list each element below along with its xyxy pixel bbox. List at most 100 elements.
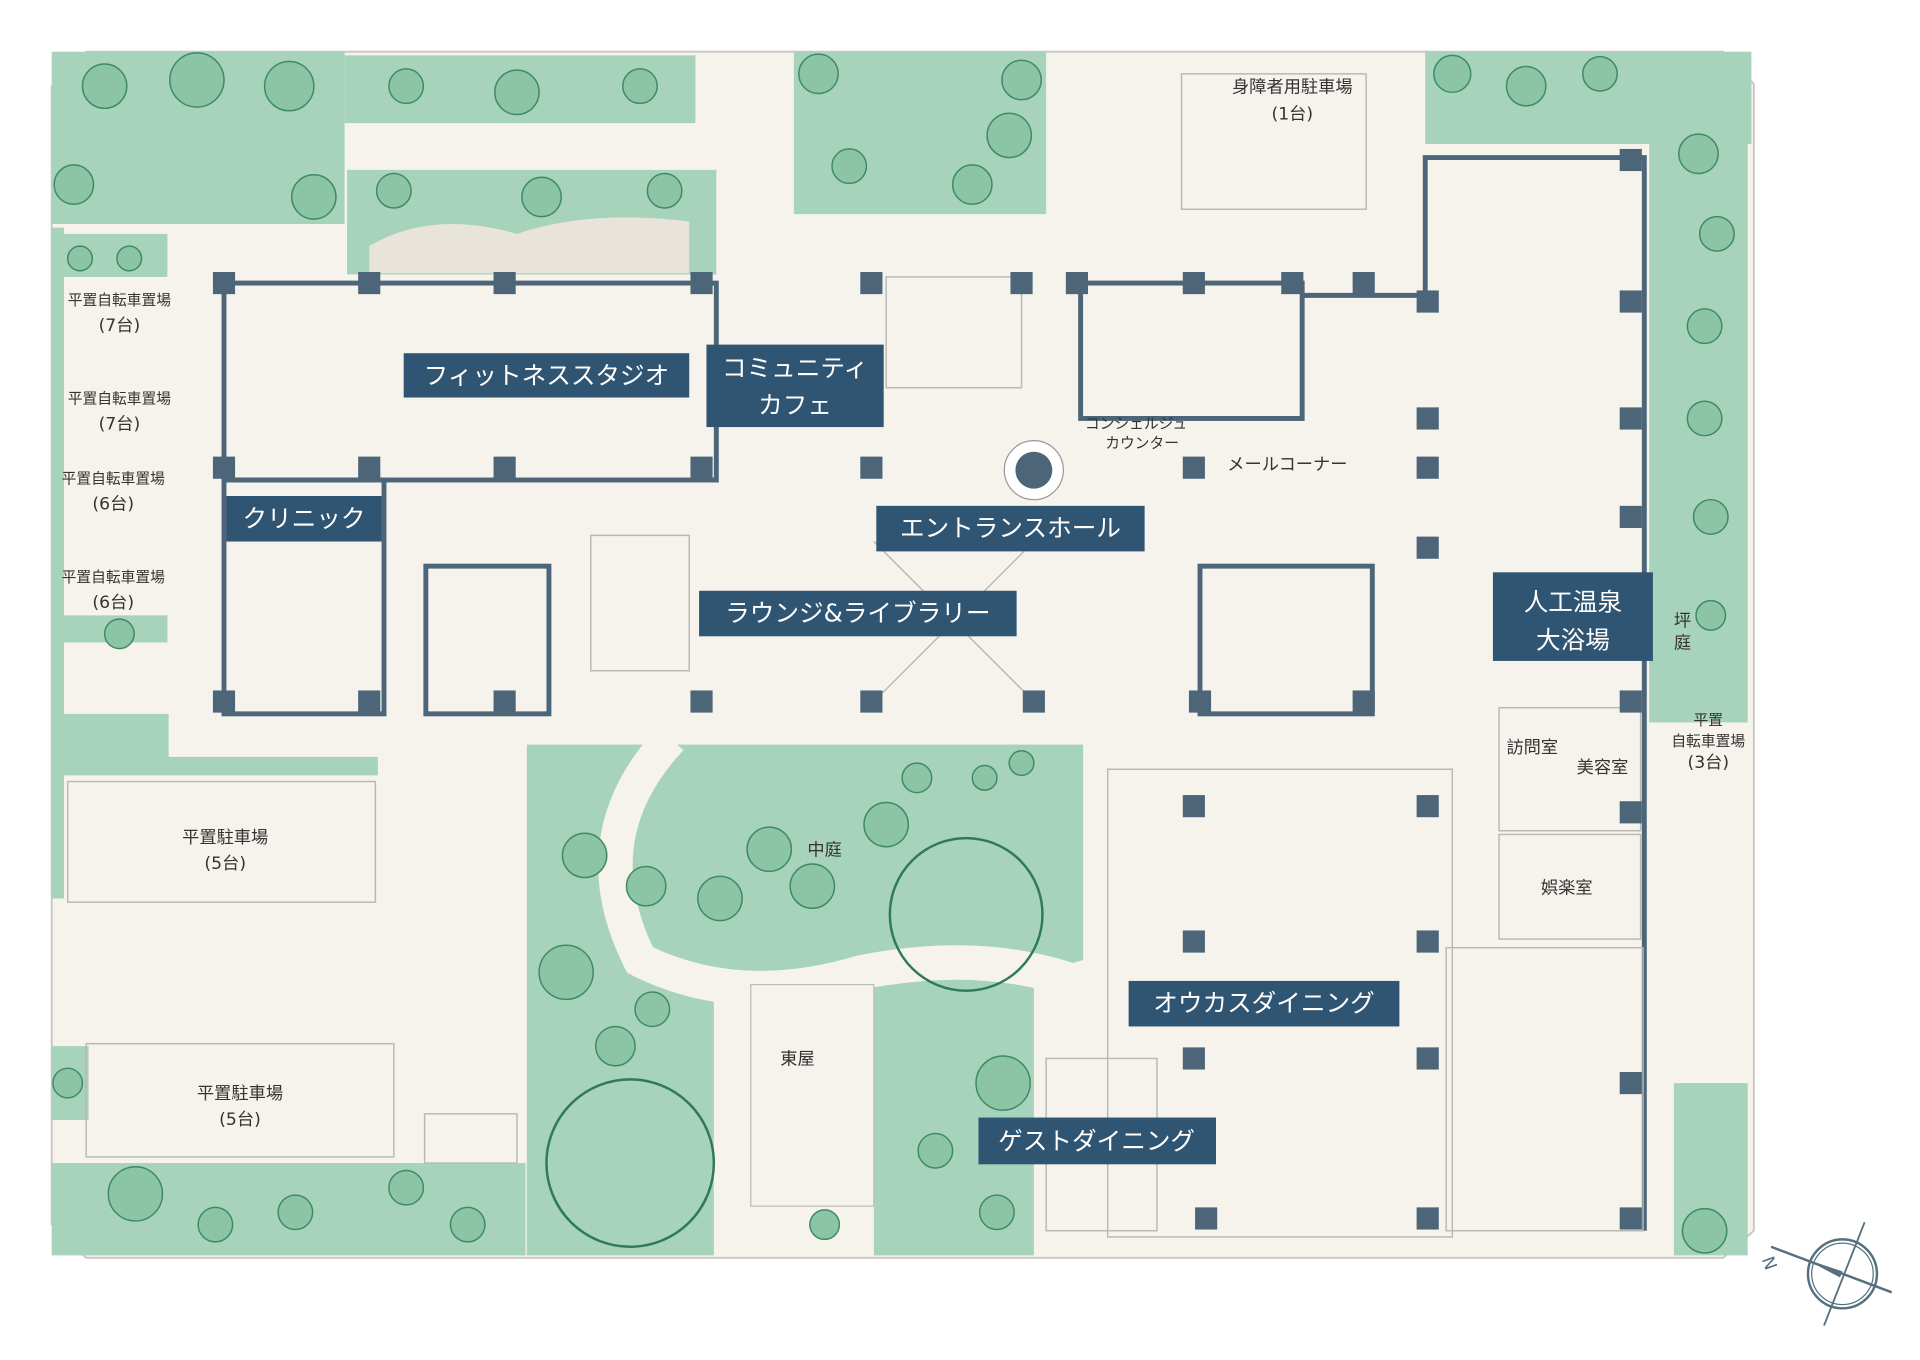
parking-count: (1台) <box>1272 104 1314 124</box>
tree-icon <box>1692 498 1729 535</box>
parking-label: 平置自転車置場 <box>62 471 166 488</box>
parking-label: 平置 <box>1694 712 1724 729</box>
parking-count: (6台) <box>92 495 134 515</box>
tree-icon <box>789 863 836 910</box>
tree-icon <box>494 69 540 116</box>
tree-icon <box>594 1025 636 1067</box>
tree-icon <box>986 112 1033 159</box>
tree-icon <box>375 172 412 209</box>
visit-room-label: 訪問室 <box>1506 738 1558 758</box>
tree-icon <box>66 245 94 272</box>
column <box>1182 272 1205 295</box>
column <box>1416 930 1439 953</box>
column <box>1619 1072 1642 1095</box>
tree-icon <box>646 172 683 209</box>
courtyard-label: 中庭 <box>807 840 841 860</box>
column <box>1619 407 1642 430</box>
column <box>212 456 236 479</box>
room-label: ラウンジ&ライブラリー <box>725 599 990 628</box>
north-arrow-icon: N <box>1757 1221 1893 1326</box>
north-label: N <box>1757 1254 1780 1273</box>
column <box>1188 690 1212 713</box>
room-entrance: エントランスホール <box>876 505 1145 552</box>
parking-label: 身障者用駐車場 <box>1232 77 1353 97</box>
column <box>1416 290 1439 313</box>
parking-label: 平置自転車置場 <box>68 391 171 408</box>
column <box>1619 1207 1642 1230</box>
column <box>1281 272 1304 295</box>
parking-count: (7台) <box>99 316 141 336</box>
tree-icon <box>53 164 95 206</box>
column <box>1416 1207 1439 1230</box>
tree-icon <box>277 1194 314 1231</box>
room-clinic: クリニック <box>226 496 382 542</box>
room-label: ゲストダイニング <box>998 1127 1195 1156</box>
column <box>860 272 883 295</box>
tree-icon <box>1698 215 1735 252</box>
tree-icon <box>1686 308 1723 345</box>
tree-icon <box>263 60 315 112</box>
column <box>1416 1047 1439 1070</box>
tree-icon <box>1008 750 1035 777</box>
column <box>860 456 883 479</box>
tree-icon <box>449 1206 486 1243</box>
column <box>690 690 713 713</box>
parking-label: 平置駐車場 <box>197 1084 283 1104</box>
column <box>1619 690 1642 713</box>
tree-icon <box>103 618 135 650</box>
tree-icon <box>1001 59 1042 101</box>
column <box>212 690 236 713</box>
tree-icon <box>625 865 667 907</box>
parking-label: 平置自転車置場 <box>62 569 166 586</box>
tree-icon <box>831 148 868 185</box>
tree-icon <box>746 826 793 873</box>
room-guest-dining: ゲストダイニング <box>978 1117 1216 1165</box>
room-label: 大浴場 <box>1536 626 1610 655</box>
column <box>1619 505 1642 528</box>
concierge-label: コンシェルジュ <box>1085 415 1187 432</box>
parking-label: 自転車置場 <box>1671 733 1745 750</box>
column <box>1619 148 1642 172</box>
column <box>212 272 236 295</box>
tree-icon <box>197 1206 234 1243</box>
column <box>1182 795 1205 818</box>
tree-icon <box>901 762 933 794</box>
column <box>358 456 381 479</box>
tree-icon <box>52 1067 84 1099</box>
columns <box>212 148 1642 1230</box>
tree-icon <box>290 174 337 220</box>
column <box>493 690 516 713</box>
tree-icon <box>809 1209 841 1241</box>
room-label: フィットネススタジオ <box>424 361 670 390</box>
tree-icon <box>917 1132 954 1169</box>
tree-icon <box>1695 599 1727 631</box>
column <box>493 456 516 479</box>
tree-icon <box>538 944 594 1001</box>
parking-count: (5台) <box>204 854 246 874</box>
column <box>690 272 713 295</box>
beauty-room-label: 美容室 <box>1577 758 1629 778</box>
room-label: 人工温泉 <box>1524 587 1622 616</box>
tree-icon <box>81 63 128 110</box>
parking-count: (7台) <box>99 415 141 435</box>
column <box>1416 456 1439 479</box>
column <box>1352 272 1375 295</box>
room-lounge: ラウンジ&ライブラリー <box>699 590 1017 637</box>
tree-icon <box>388 68 425 105</box>
parking-stalls <box>66 780 518 1164</box>
gazebo <box>750 984 875 1207</box>
column <box>1022 690 1045 713</box>
column <box>1010 272 1033 295</box>
gazebo-label: 東屋 <box>780 1050 814 1070</box>
tree-icon <box>1678 133 1719 175</box>
tree-icon <box>388 1169 425 1206</box>
tree-icon <box>521 176 562 218</box>
recreation-room-label: 娯楽室 <box>1541 879 1593 899</box>
tree-icon <box>1433 54 1472 94</box>
column <box>1182 456 1205 479</box>
tree-icon <box>697 875 743 922</box>
concierge-label: カウンター <box>1105 435 1179 452</box>
